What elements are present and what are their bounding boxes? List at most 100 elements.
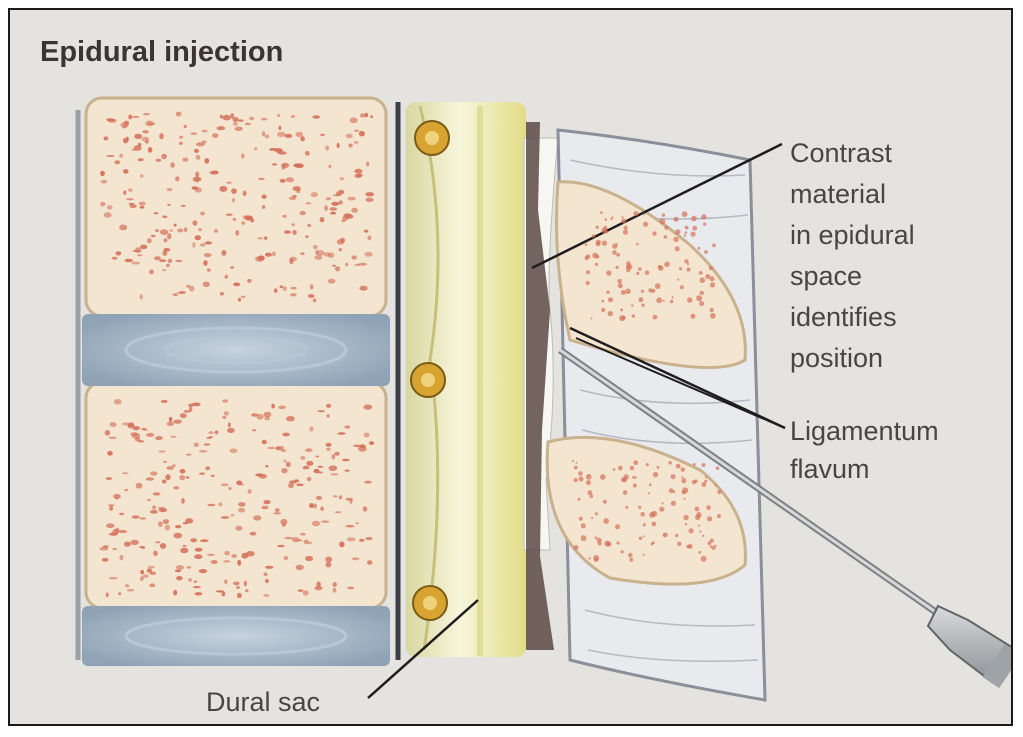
marrow-speckle	[194, 581, 197, 583]
marrow-speckle	[265, 135, 270, 139]
marrow-speckle	[112, 257, 118, 260]
marrow-speckle	[238, 508, 245, 513]
marrow-speckle	[333, 582, 337, 587]
marrow-speckle	[277, 132, 286, 137]
marrow-speckle	[280, 446, 284, 451]
marrow-speckle	[684, 234, 686, 236]
marrow-speckle	[663, 533, 665, 535]
marrow-speckle	[313, 245, 318, 249]
marrow-speckle	[337, 239, 344, 245]
marrow-speckle	[241, 221, 245, 225]
marrow-speckle	[173, 533, 182, 539]
marrow-speckle	[369, 441, 374, 445]
marrow-speckle	[259, 474, 267, 479]
marrow-speckle	[354, 141, 359, 144]
marrow-speckle	[195, 592, 203, 595]
marrow-speckle	[183, 545, 187, 547]
marrow-speckle	[682, 487, 688, 493]
marrow-speckle	[332, 265, 336, 267]
marrow-speckle	[119, 154, 123, 158]
marrow-speckle	[716, 466, 720, 470]
marrow-speckle	[345, 263, 348, 267]
marrow-speckle	[625, 506, 628, 509]
marrow-speckle	[233, 218, 237, 221]
marrow-speckle	[273, 512, 281, 514]
marrow-speckle	[581, 523, 586, 528]
marrow-speckle	[330, 212, 336, 215]
marrow-speckle	[631, 304, 633, 306]
marrow-speckle	[623, 230, 628, 235]
marrow-speckle	[356, 522, 359, 524]
marrow-speckle	[309, 426, 313, 431]
marrow-speckle	[280, 179, 286, 183]
marrow-speckle	[601, 308, 605, 312]
marrow-speckle	[140, 245, 147, 250]
marrow-speckle	[318, 410, 325, 412]
marrow-speckle	[196, 142, 205, 146]
marrow-speckle	[232, 198, 235, 202]
marrow-speckle	[699, 530, 701, 532]
marrow-speckle	[109, 506, 113, 510]
marrow-speckle	[258, 178, 265, 180]
marrow-speckle	[265, 465, 268, 467]
marrow-speckle	[149, 270, 154, 275]
marrow-speckle	[648, 492, 650, 494]
marrow-speckle	[296, 484, 304, 487]
marrow-speckle	[132, 116, 140, 118]
marrow-speckle	[300, 136, 305, 141]
marrow-speckle	[578, 471, 583, 476]
marrow-speckle	[675, 246, 680, 251]
marrow-speckle	[607, 542, 612, 547]
marrow-speckle	[180, 548, 188, 554]
marrow-speckle	[205, 241, 212, 244]
marrow-speckle	[120, 122, 128, 128]
marrow-speckle	[643, 535, 645, 537]
marrow-speckle	[147, 238, 152, 243]
marrow-speckle	[104, 212, 112, 217]
marrow-speckle	[618, 283, 623, 288]
marrow-speckle	[347, 587, 354, 590]
marrow-speckle	[320, 507, 324, 511]
marrow-speckle	[702, 535, 704, 537]
marrow-speckle	[658, 265, 662, 269]
marrow-speckle	[184, 410, 191, 413]
marrow-speckle	[343, 213, 351, 216]
marrow-speckle	[142, 130, 149, 133]
marrow-speckle	[711, 546, 715, 550]
marrow-speckle	[167, 233, 171, 239]
marrow-speckle	[687, 267, 691, 271]
marrow-speckle	[596, 242, 601, 247]
marrow-speckle	[122, 422, 130, 425]
marrow-speckle	[574, 478, 578, 482]
marrow-speckle	[652, 522, 657, 527]
marrow-speckle	[204, 443, 211, 446]
marrow-speckle	[164, 238, 168, 242]
marrow-speckle	[335, 452, 340, 456]
marrow-speckle	[190, 538, 197, 542]
marrow-speckle	[591, 517, 593, 519]
marrow-speckle	[310, 284, 314, 289]
marrow-speckle	[160, 229, 168, 235]
marrow-speckle	[572, 460, 574, 462]
marrow-speckle	[244, 581, 247, 587]
marrow-speckle	[663, 300, 665, 302]
marrow-speckle	[165, 474, 170, 480]
marrow-speckle	[140, 294, 143, 299]
marrow-speckle	[116, 251, 122, 255]
marrow-speckle	[127, 589, 134, 592]
marrow-speckle	[586, 474, 592, 480]
marrow-speckle	[230, 266, 234, 268]
marrow-speckle	[181, 498, 185, 504]
marrow-speckle	[702, 463, 706, 467]
marrow-speckle	[682, 211, 688, 217]
marrow-speckle	[349, 144, 353, 148]
marrow-speckle	[673, 237, 678, 242]
marrow-speckle	[633, 211, 638, 216]
marrow-speckle	[107, 451, 113, 456]
marrow-speckle	[106, 523, 114, 528]
marrow-speckle	[188, 578, 192, 582]
marrow-speckle	[228, 422, 231, 427]
marrow-speckle	[616, 266, 619, 269]
marrow-speckle	[221, 516, 230, 518]
